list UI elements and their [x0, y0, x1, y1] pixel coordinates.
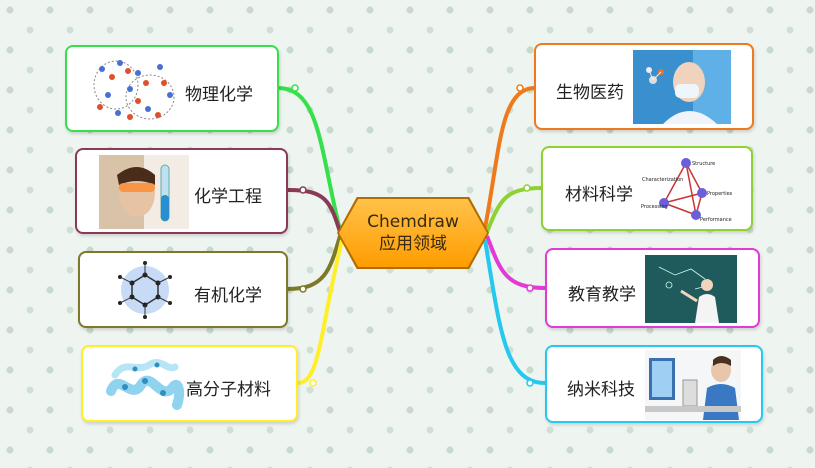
branch-jiaoyu — [485, 235, 546, 290]
topic-label: 化学工程 — [194, 187, 262, 207]
materials-tetrahedron-image: Structure Characterization Properties Pr… — [640, 153, 736, 225]
topic-wuli-huaxue[interactable]: 物理化学 — [65, 45, 279, 132]
organic-molecule-image — [100, 257, 190, 323]
topic-huaxue-gongcheng[interactable]: 化学工程 — [75, 148, 288, 234]
branch-shengwu — [483, 86, 536, 229]
branch-node-huagong — [299, 186, 307, 194]
topic-nami-keji[interactable]: 纳米科技 — [545, 345, 763, 423]
branch-cailiao — [485, 186, 543, 233]
topic-label: 材料科学 — [565, 185, 633, 205]
nanotech-lab-image — [645, 350, 741, 420]
branch-node-shengwu — [516, 84, 524, 92]
topic-jiaoyu-jiaoxue[interactable]: 教育教学 — [545, 248, 760, 328]
label-structure: Structure — [692, 161, 715, 167]
biomed-image — [633, 50, 731, 124]
molecules-image — [90, 55, 180, 125]
label-processing: Processing — [641, 204, 668, 210]
label-performance: Performance — [700, 217, 732, 223]
branch-youji — [287, 235, 342, 291]
branch-node-cailiao — [523, 184, 531, 192]
branch-node-wuli — [291, 84, 299, 92]
topic-label: 高分子材料 — [186, 380, 271, 400]
branch-gaofenzi — [297, 239, 344, 385]
teaching-image — [645, 255, 737, 323]
chemist-image — [99, 155, 189, 229]
label-characterization: Characterization — [642, 177, 683, 183]
branch-wuli — [277, 86, 342, 231]
topic-youji-huaxue[interactable]: 有机化学 — [78, 251, 288, 328]
central-topic-line2: 应用领域 — [379, 234, 447, 254]
topic-label: 生物医药 — [556, 83, 624, 103]
branch-huagong — [287, 188, 342, 233]
topic-shengwu-yiyao[interactable]: 生物医药 — [534, 43, 754, 130]
topic-label: 教育教学 — [568, 285, 636, 305]
branch-node-nami — [526, 379, 534, 387]
topic-label: 纳米科技 — [567, 380, 635, 400]
topic-cailiao-kexue[interactable]: 材料科学 Structure Characterization Properti… — [541, 146, 753, 231]
topic-gaofenzi-cailiao[interactable]: 高分子材料 — [81, 345, 298, 422]
branch-node-jiaoyu — [526, 284, 534, 292]
branch-node-youji — [299, 285, 307, 293]
label-properties: Properties — [707, 191, 733, 197]
topic-label: 有机化学 — [194, 286, 262, 306]
polymer-image — [105, 351, 185, 419]
central-topic[interactable]: Chemdraw 应用领域 — [339, 199, 487, 267]
topic-label: 物理化学 — [185, 85, 253, 105]
branch-nami — [483, 239, 546, 385]
branch-node-gaofenzi — [309, 379, 317, 387]
central-topic-line1: Chemdraw — [367, 212, 459, 232]
